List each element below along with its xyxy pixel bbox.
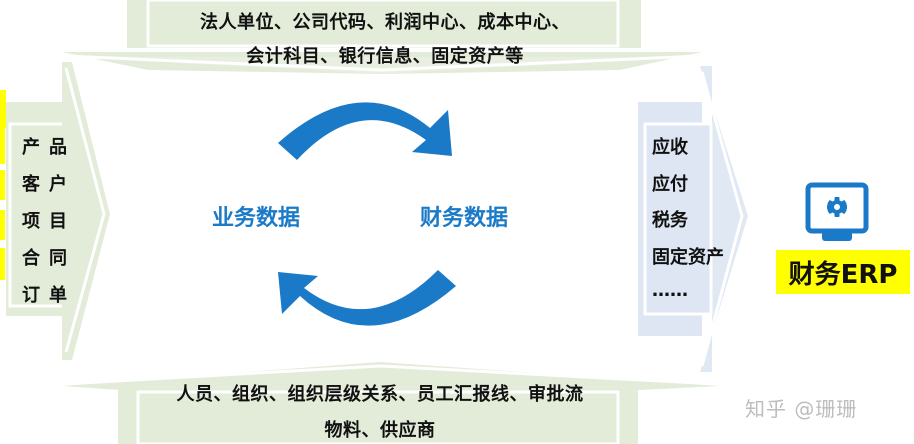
right-panel-shape	[638, 66, 748, 372]
left-item-order: 订单	[22, 285, 76, 306]
top-panel-line-2: 会计科目、银行信息、固定资产等	[246, 46, 524, 67]
right-item-tax: 税务	[652, 210, 688, 231]
business-data-label: 业务数据	[212, 206, 301, 231]
cycle-arrows-icon	[278, 102, 456, 326]
bottom-panel-shape	[62, 362, 720, 444]
monitor-gear-icon	[805, 182, 869, 241]
watermark: 知乎 @珊珊	[745, 397, 858, 421]
left-item-project: 项目	[22, 211, 76, 232]
top-panel-shape	[62, 0, 702, 74]
right-item-ellipsis: ……	[652, 280, 688, 301]
top-panel-line-1: 法人单位、公司代码、利润中心、成本中心、	[200, 12, 570, 33]
left-item-customer: 客户	[22, 174, 76, 195]
right-item-payable: 应付	[652, 174, 688, 195]
left-item-contract: 合同	[22, 248, 76, 269]
erp-label: 财务ERP	[776, 250, 910, 294]
finance-data-label: 财务数据	[420, 206, 509, 231]
right-item-fixed-assets: 固定资产	[652, 247, 724, 268]
bottom-panel-line-2: 物料、供应商	[324, 420, 436, 441]
bottom-panel-line-1: 人员、组织、组织层级关系、员工汇报线、审批流	[176, 384, 584, 405]
left-panel-shape	[0, 62, 110, 360]
right-item-receivable: 应收	[652, 137, 688, 158]
left-item-product: 产品	[22, 137, 76, 158]
